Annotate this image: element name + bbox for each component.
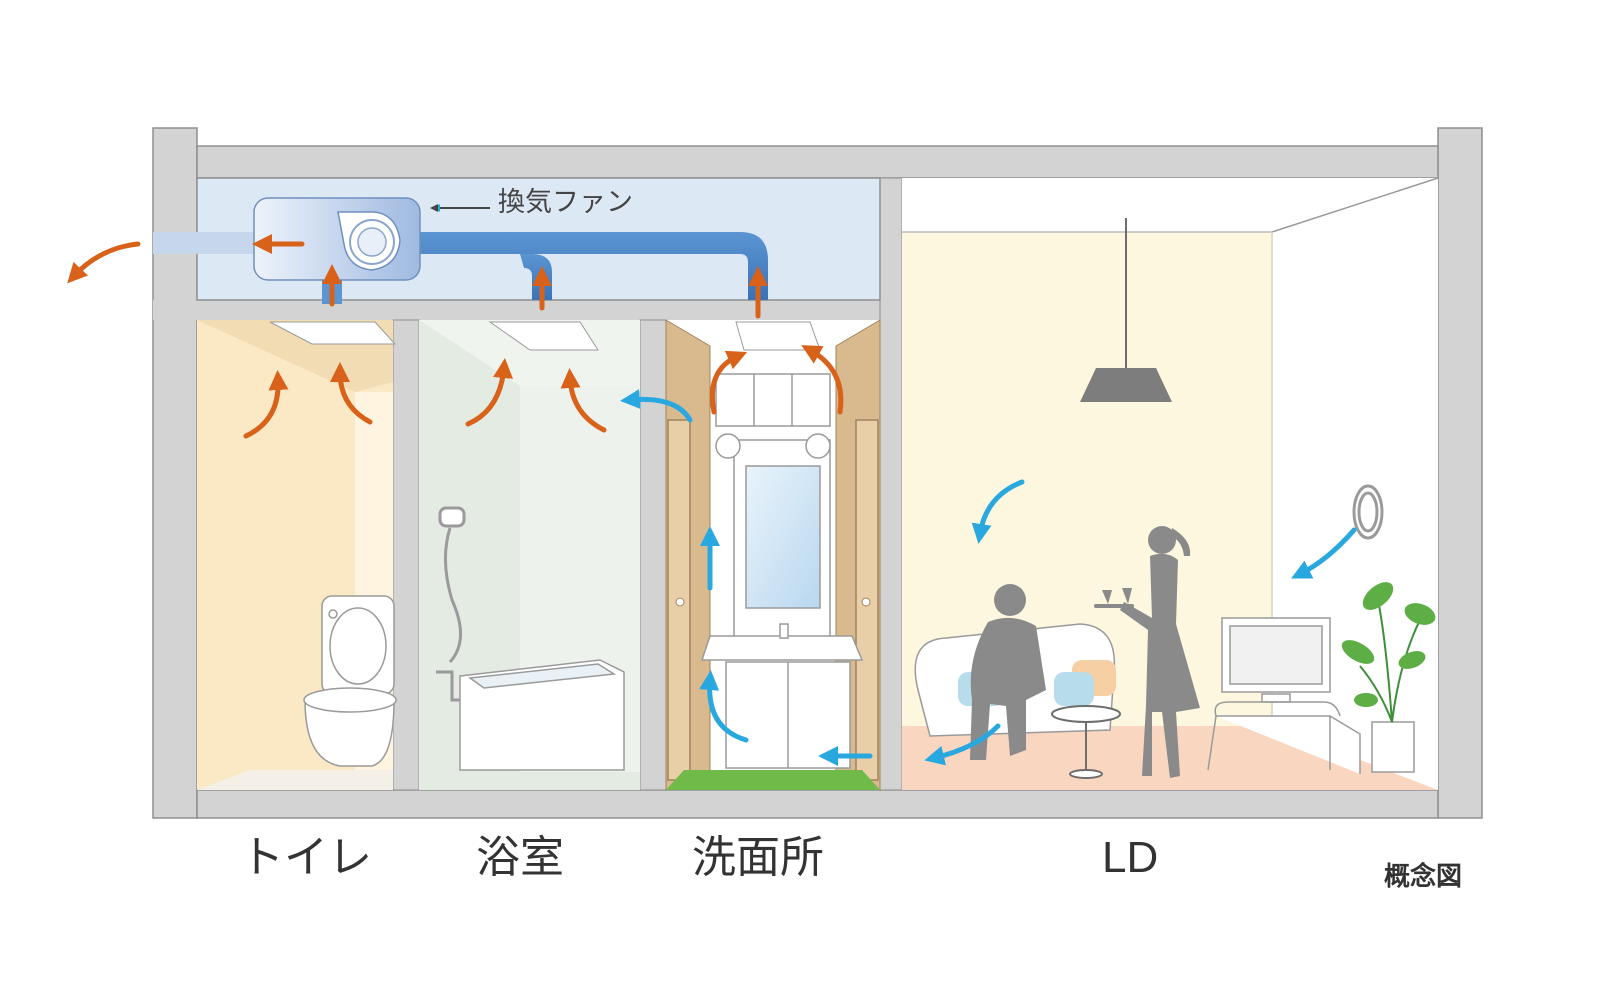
washroom bbox=[665, 319, 881, 791]
exhaust-arrow-bath-1 bbox=[465, 358, 514, 427]
duct-to-washroom bbox=[418, 232, 768, 300]
vanity-unit bbox=[700, 373, 864, 769]
intake-arrow-wash-curve bbox=[699, 670, 749, 743]
pendant-lamp bbox=[1080, 218, 1172, 402]
fan-label: 換気ファン bbox=[498, 187, 633, 218]
exhaust-duct-system bbox=[153, 197, 768, 304]
room-label-washroom: 洗面所 bbox=[692, 832, 824, 883]
toilet-room bbox=[197, 320, 397, 790]
bath-ceiling-grille bbox=[488, 321, 599, 351]
room-label-living: LD bbox=[1102, 833, 1159, 882]
washroom-floor-mat bbox=[666, 770, 880, 790]
living-dining-room bbox=[902, 177, 1439, 790]
exhaust-arrow-toilet-1 bbox=[243, 370, 289, 439]
exhaust-arrow-wash-2 bbox=[801, 345, 844, 415]
potted-plant bbox=[1341, 582, 1436, 773]
exhaust-arrow-toilet-2 bbox=[330, 362, 373, 425]
concept-diagram-label: 概念図 bbox=[1384, 862, 1463, 892]
standing-woman-silhouette bbox=[1094, 526, 1200, 778]
room-label-toilet: トイレ bbox=[240, 832, 372, 883]
room-label-bath: 浴室 bbox=[476, 832, 564, 883]
building-structure bbox=[152, 127, 1483, 819]
intake-arrow-ld-inlet bbox=[1291, 527, 1357, 579]
tv-set bbox=[1207, 617, 1361, 774]
exhaust-outlet-duct bbox=[153, 232, 263, 254]
intake-arrow-ld-top bbox=[971, 479, 1025, 544]
exhaust-arrow-outside bbox=[67, 241, 141, 284]
fan-icon bbox=[337, 211, 401, 271]
wall-air-inlet bbox=[1352, 484, 1384, 540]
toilet-ceiling-grille bbox=[269, 321, 397, 345]
wash-ceiling-grille bbox=[735, 321, 821, 351]
side-table bbox=[1051, 705, 1121, 779]
exhaust-airflow-arrows bbox=[67, 234, 844, 439]
seated-man-silhouette bbox=[970, 584, 1046, 760]
shower bbox=[436, 506, 470, 702]
intake-airflow-arrows bbox=[620, 389, 1357, 766]
intake-arrow-ld-sofa bbox=[924, 723, 1001, 766]
toilet-fixture bbox=[303, 595, 397, 767]
exhaust-arrow-wash-1 bbox=[709, 350, 748, 415]
intake-arrow-wash-to-bath bbox=[620, 389, 693, 423]
bathtub bbox=[459, 659, 625, 771]
exhaust-arrow-bath-2 bbox=[560, 368, 607, 433]
bathroom bbox=[419, 320, 640, 790]
